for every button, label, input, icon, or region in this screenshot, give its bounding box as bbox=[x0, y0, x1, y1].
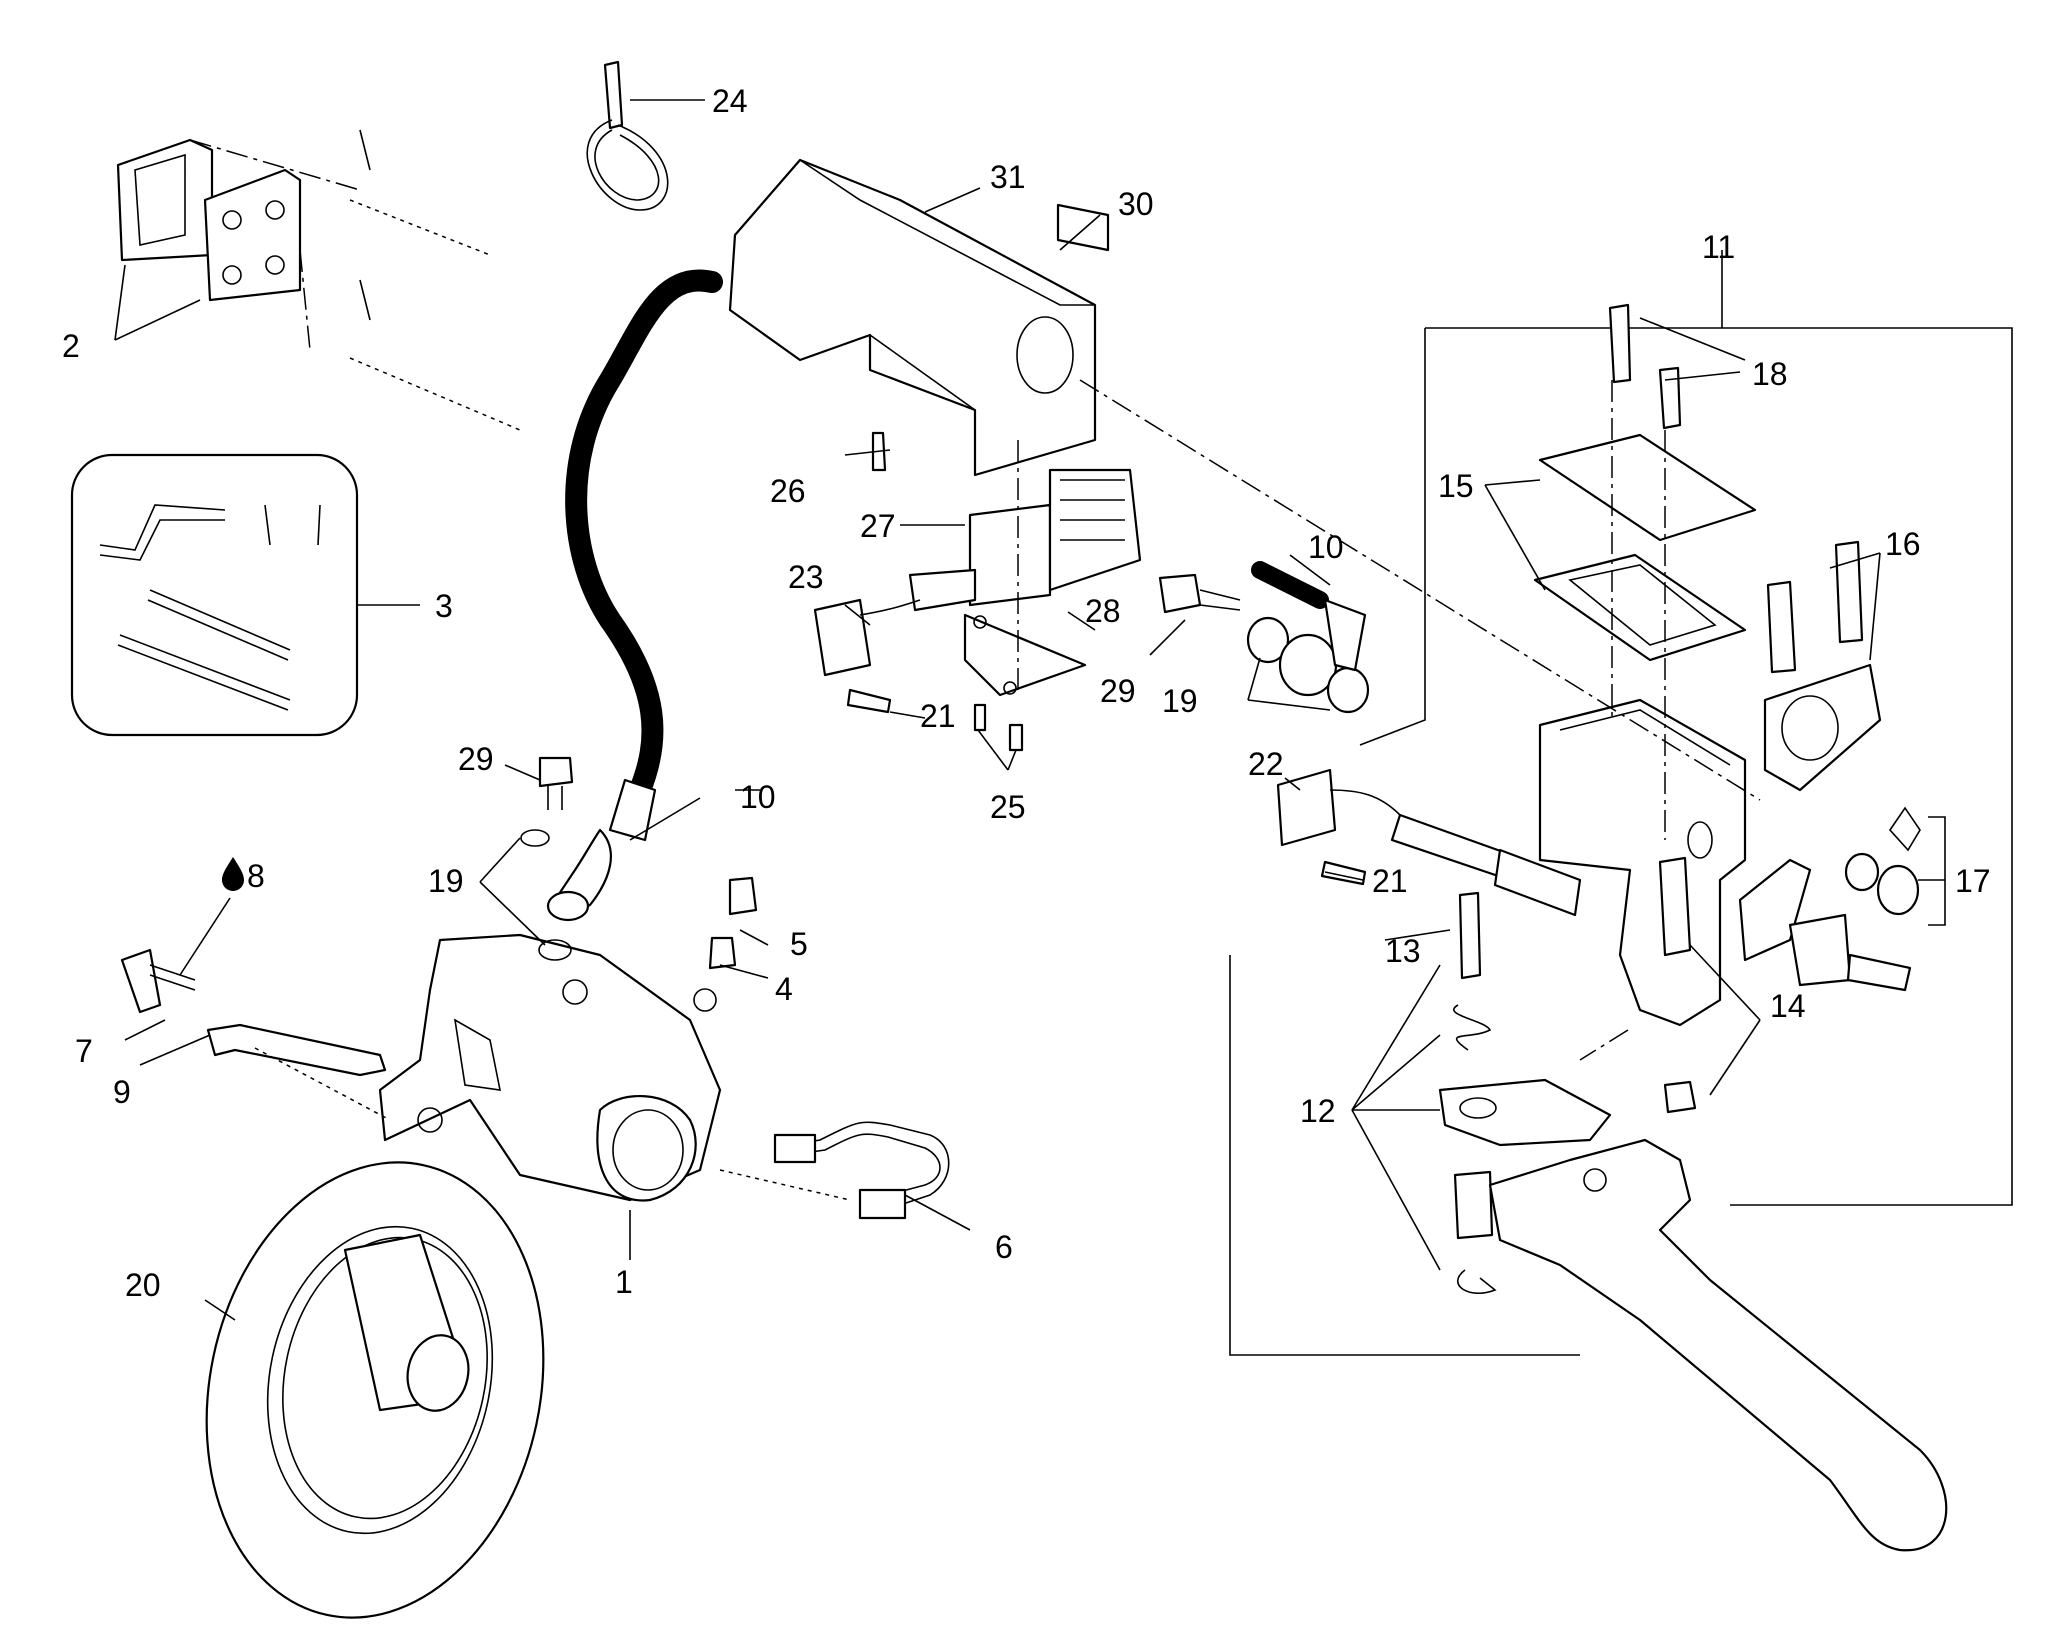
oil-drop-icon bbox=[222, 857, 244, 891]
plug bbox=[1876, 864, 1920, 916]
callout-28: 28 bbox=[1085, 593, 1121, 629]
callout-27: 27 bbox=[860, 508, 896, 544]
bleeder-cap bbox=[728, 876, 758, 916]
brake-light-switch bbox=[908, 468, 1142, 612]
callout-11: 11 bbox=[1702, 229, 1735, 265]
callout-7: 7 bbox=[75, 1033, 93, 1069]
callout-13: 13 bbox=[1385, 933, 1421, 969]
callout-29a: 29 bbox=[458, 741, 494, 777]
callout-5: 5 bbox=[790, 926, 808, 962]
warning-label bbox=[1056, 203, 1110, 252]
lever-adjuster-pin bbox=[1458, 891, 1482, 980]
clamp-screw-a bbox=[1766, 580, 1797, 674]
callout-10a: 10 bbox=[740, 779, 776, 815]
handlebar-clamp bbox=[1763, 663, 1882, 792]
brake-caliper bbox=[378, 933, 722, 1202]
brake-line bbox=[789, 1121, 950, 1206]
master-cylinder-body bbox=[1538, 698, 1812, 1027]
e-clip bbox=[1457, 1269, 1497, 1294]
plug-o-ring bbox=[1844, 852, 1880, 892]
cap-screw-b bbox=[1658, 366, 1682, 430]
master-cylinder-frame bbox=[1425, 327, 2013, 1206]
sealing-washer bbox=[520, 829, 550, 847]
upper-washer-b bbox=[1326, 666, 1370, 714]
callout-21b: 21 bbox=[1372, 863, 1408, 899]
zip-tie bbox=[586, 60, 669, 211]
callout-1: 1 bbox=[615, 1264, 633, 1300]
callout-19b: 19 bbox=[1162, 683, 1198, 719]
end-cap bbox=[1788, 913, 1852, 987]
brake-hose bbox=[565, 269, 723, 801]
callout-18: 18 bbox=[1752, 356, 1788, 392]
bracket-screw-b bbox=[1008, 723, 1024, 752]
line-fitting-a bbox=[773, 1133, 817, 1164]
callout-31: 31 bbox=[990, 159, 1026, 195]
upper-washer-a bbox=[1246, 616, 1290, 664]
callout-6: 6 bbox=[995, 1229, 1013, 1265]
callout-leaders bbox=[114, 99, 1946, 1321]
cap-screw-a bbox=[1608, 303, 1632, 384]
callout-20: 20 bbox=[125, 1267, 161, 1303]
callout-9: 9 bbox=[113, 1074, 131, 1110]
callout-22: 22 bbox=[1248, 746, 1284, 782]
pivot-bolt bbox=[1658, 856, 1692, 957]
callout-3: 3 bbox=[435, 588, 453, 624]
banjo-ring bbox=[546, 890, 590, 922]
lever-assembly-frame bbox=[1229, 955, 1580, 1356]
lever-sleeve bbox=[1453, 1170, 1494, 1240]
clamp-screw-b bbox=[1834, 540, 1864, 644]
callout-15: 15 bbox=[1438, 468, 1474, 504]
lever-spring bbox=[1453, 1004, 1492, 1051]
upper-hose-stub bbox=[1251, 561, 1329, 609]
callout-10b: 10 bbox=[1308, 529, 1344, 565]
callout-23: 23 bbox=[788, 559, 824, 595]
upper-hose-fitting bbox=[1323, 598, 1367, 672]
hardware-kit-box bbox=[70, 453, 359, 737]
switch-bracket bbox=[963, 613, 1087, 697]
callout-24: 24 bbox=[712, 83, 748, 119]
callout-4: 4 bbox=[775, 971, 793, 1007]
callout-14: 14 bbox=[1770, 988, 1806, 1024]
pad-pin-small bbox=[359, 129, 371, 171]
banjo-bolt-upper bbox=[1158, 573, 1202, 614]
line-fitting-b bbox=[858, 1188, 907, 1220]
brake-lever bbox=[1488, 1138, 1948, 1552]
switch-cover bbox=[728, 158, 1097, 477]
callout-8: 8 bbox=[247, 858, 265, 894]
pivot-nut bbox=[1663, 1080, 1697, 1114]
callout-29b: 29 bbox=[1100, 673, 1136, 709]
brake-disc bbox=[205, 1161, 545, 1619]
lever-bushing bbox=[1438, 1078, 1612, 1147]
callout-16: 16 bbox=[1885, 526, 1921, 562]
bracket-screw-a bbox=[973, 703, 987, 732]
callout-17: 17 bbox=[1955, 863, 1991, 899]
callout-19a: 19 bbox=[428, 863, 464, 899]
callout-26: 26 bbox=[770, 473, 806, 509]
kit-contents bbox=[99, 504, 321, 711]
callout-21a: 21 bbox=[920, 698, 956, 734]
reservoir-diaphragm bbox=[1533, 553, 1747, 662]
brake-pads bbox=[116, 138, 302, 302]
callout-numbers: 1 2 3 4 5 6 7 8 9 10 10 11 12 13 14 15 1… bbox=[62, 83, 1991, 1303]
connector-22 bbox=[1276, 768, 1337, 847]
hose-fitting bbox=[608, 778, 657, 842]
callout-12: 12 bbox=[1300, 1093, 1336, 1129]
terminal-pin bbox=[846, 688, 892, 714]
reservoir-cap bbox=[1538, 433, 1757, 542]
banjo-bolt-lower bbox=[538, 756, 574, 788]
bleeder-screw bbox=[708, 936, 737, 970]
callout-30: 30 bbox=[1118, 186, 1154, 222]
connector-housing bbox=[813, 598, 872, 677]
retaining-clip bbox=[120, 948, 387, 1077]
callout-2: 2 bbox=[62, 328, 80, 364]
callout-25: 25 bbox=[990, 789, 1026, 825]
